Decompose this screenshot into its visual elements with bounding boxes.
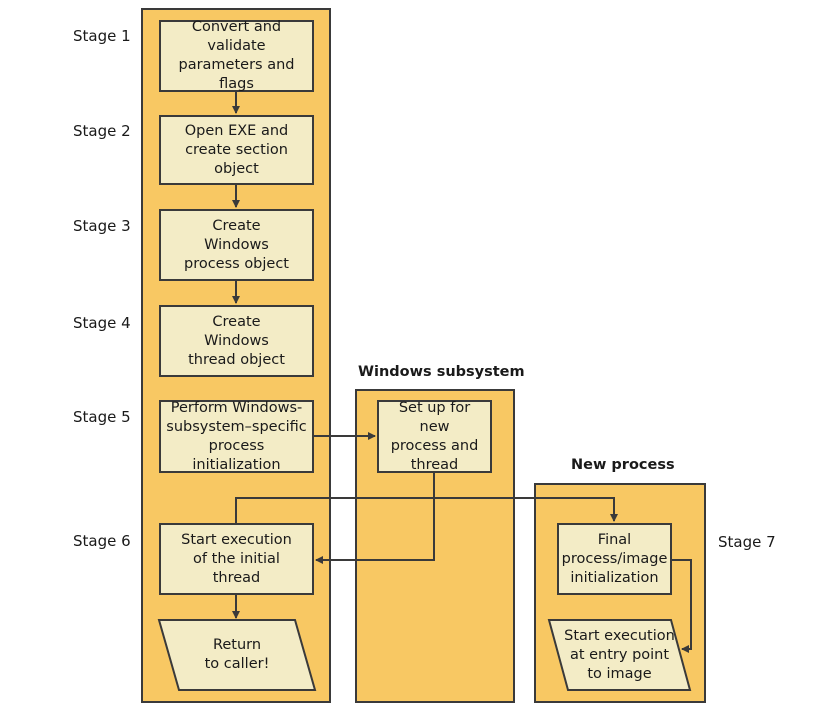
start-at-entry-shape — [547, 619, 692, 691]
stage-1-label: Stage 1 — [73, 27, 131, 45]
return-to-caller-shape — [157, 619, 317, 691]
arrow-setup-to-start-execution — [315, 473, 435, 564]
stage-5-label: Stage 5 — [73, 408, 131, 426]
create-thread-box: Create Windows thread object — [159, 305, 314, 377]
open-exe-box: Open EXE and create section object — [159, 115, 314, 185]
stage-7-label: Stage 7 — [718, 533, 776, 551]
start-at-entry-text: Start execution at entry point to image — [564, 627, 675, 682]
stage-4-label: Stage 4 — [73, 314, 131, 332]
arrow-final-to-entry — [672, 559, 692, 653]
stage-2-label: Stage 2 — [73, 122, 131, 140]
setup-new-process-box: Set up for new process and thread — [377, 400, 492, 473]
arrow-to-final-init — [235, 497, 618, 523]
return-to-caller-text: Return to caller! — [204, 637, 270, 672]
new-process-title: New process — [571, 457, 675, 473]
create-process-box: Create Windows process object — [159, 209, 314, 281]
stage-6-label: Stage 6 — [73, 532, 131, 550]
windows-subsystem-title: Windows subsystem — [358, 364, 525, 380]
start-execution-initial-thread-box: Start execution of the initial thread — [159, 523, 314, 595]
final-init-box: Final process/image initialization — [557, 523, 672, 595]
stage-3-label: Stage 3 — [73, 217, 131, 235]
convert-validate-box: Convert and validate parameters and flag… — [159, 19, 314, 92]
perform-subsystem-init-box: Perform Windows- subsystem–specific proc… — [159, 400, 314, 473]
